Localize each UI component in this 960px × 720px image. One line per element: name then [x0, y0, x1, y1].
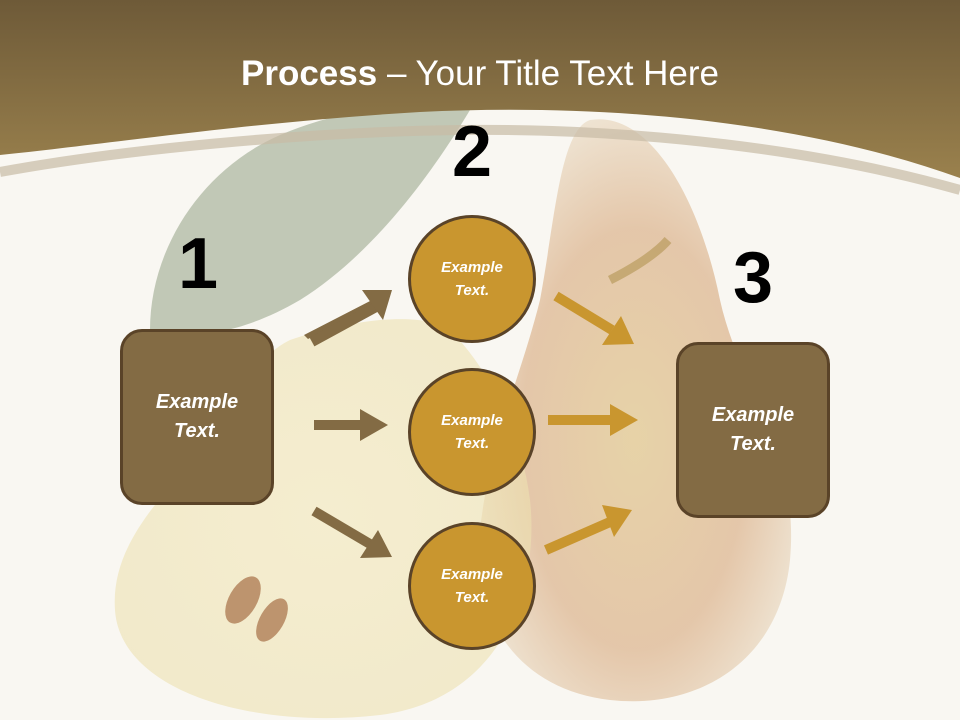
circle-bottom: Example Text.: [408, 522, 536, 650]
arrow-right-top: [553, 291, 634, 345]
step-3-box: Example Text.: [676, 342, 830, 518]
step-1-label: Example Text.: [155, 391, 239, 442]
pear-right-shape: [478, 119, 792, 702]
header-underline: [0, 124, 960, 195]
circle-bottom-label: Example Text.: [441, 566, 503, 606]
title-bold: Process: [241, 54, 378, 93]
step-number-2: 2: [451, 112, 493, 192]
arrow-right-middle: [548, 404, 638, 436]
step-1-box: Example Text.: [120, 329, 274, 505]
seed-shape: [256, 598, 288, 642]
step-number-3: 3: [732, 238, 774, 318]
arrow-left-top: [304, 290, 392, 347]
stem-shape: [607, 236, 672, 285]
step-number-1: 1: [177, 224, 219, 304]
arrow-left-bottom: [311, 506, 392, 558]
arrow-right-bottom: [543, 505, 632, 555]
title-rest: – Your Title Text Here: [377, 54, 719, 93]
step-3-label: Example Text.: [711, 404, 795, 455]
seed-shape: [225, 576, 261, 624]
circle-top-label: Example Text.: [441, 259, 503, 299]
slide-title: Process – Your Title Text Here: [0, 52, 960, 96]
header-band: [0, 0, 960, 178]
circle-middle: Example Text.: [408, 368, 536, 496]
circle-middle-label: Example Text.: [441, 412, 503, 452]
circle-top: Example Text.: [408, 215, 536, 343]
arrow-left-middle: [314, 409, 388, 441]
leaf-shape: [150, 105, 470, 335]
